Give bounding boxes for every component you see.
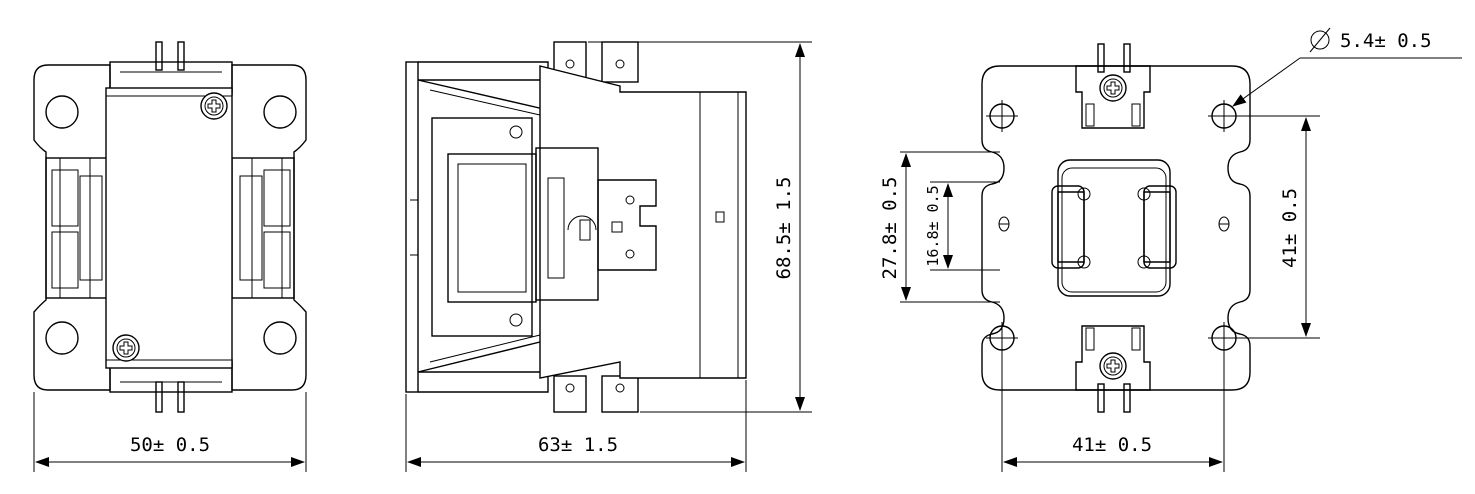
bottom-height-label: 41± 0.5	[1279, 188, 1301, 268]
bottom-view: 41± 0.5 41± 0.5 27.8± 0.5 16.8± 0.5 5.4±…	[879, 27, 1462, 472]
bottom-width-label: 41± 0.5	[1072, 434, 1152, 456]
side-view: 63± 1.5 68.5± 1.5	[405, 41, 812, 472]
front-view: 50± 0.5	[33, 41, 307, 472]
front-width-label: 50± 0.5	[130, 434, 210, 456]
hole-diameter-label: 5.4± 0.5	[1340, 30, 1432, 52]
phillips-screw-icon	[200, 92, 228, 120]
side-length-label: 63± 1.5	[538, 434, 618, 456]
phillips-screw-icon	[112, 334, 140, 362]
diameter-symbol-icon	[1309, 27, 1331, 53]
slot-outer-label: 27.8± 0.5	[879, 177, 901, 280]
slot-inner-label: 16.8± 0.5	[924, 185, 942, 266]
phillips-screw-icon	[1099, 352, 1127, 380]
hole-leader-line	[1232, 57, 1301, 107]
phillips-screw-icon	[1099, 74, 1127, 102]
side-height-label: 68.5± 1.5	[773, 177, 795, 280]
